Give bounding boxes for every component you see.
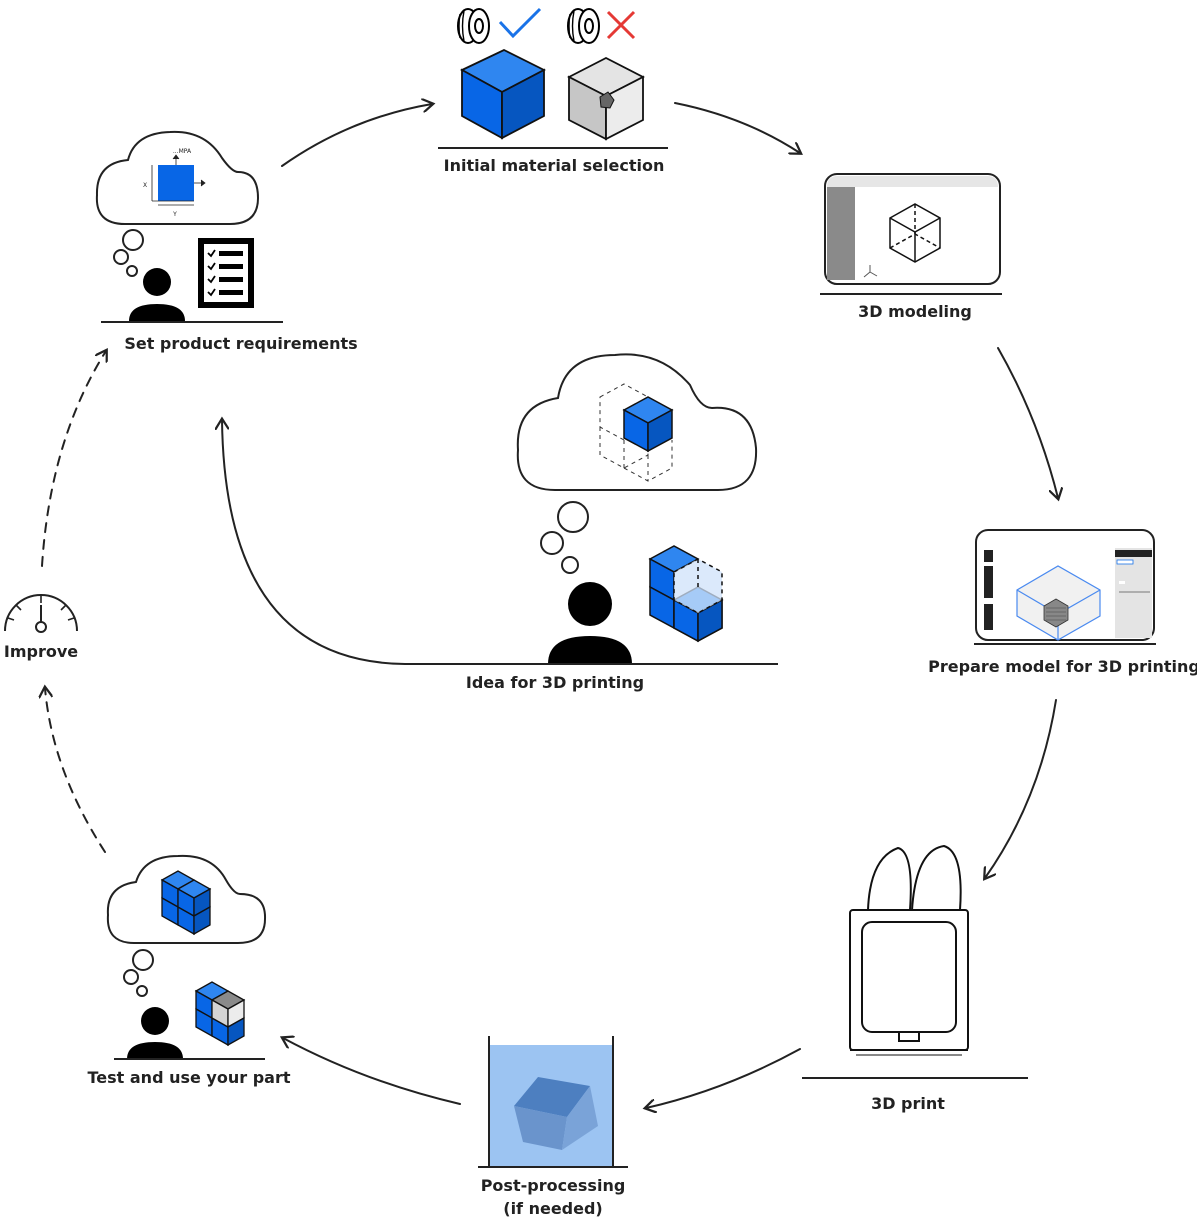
cube-stack-icon [648,545,724,643]
post-label-line1: Post-processing [481,1176,626,1195]
axis-gizmo-icon [863,265,878,278]
person-icon [127,1007,183,1059]
monitor-icon [824,173,1001,285]
improve-step: Improve [4,594,78,661]
material-label: Initial material selection [444,156,665,175]
arrow-improve-to-requirements [41,351,106,567]
person-icon [548,582,632,664]
idea-label: Idea for 3D printing [466,673,644,692]
build-volume-icon [1016,565,1101,641]
cloud-x-text: X [143,182,147,189]
post-label-line2: (if needed) [503,1199,603,1218]
test-label: Test and use your part [88,1068,291,1087]
cloud-mpa-text: ...MPA [173,148,192,155]
arrow-print-to-post [646,1048,801,1108]
cross-icon [606,10,636,40]
submerged-cube-icon [514,1077,598,1150]
print-step: 3D print [802,844,1028,1113]
requirements-step: ...MPA X Y Set produ [95,130,358,353]
prepare-label: Prepare model for 3D printing [928,657,1197,676]
modeling-label: 3D modeling [858,302,972,321]
requirements-label: Set product requirements [124,334,357,353]
cube-icon [460,48,546,140]
material-step: Initial material selection [438,7,668,175]
arrow-post-to-test [283,1038,461,1105]
printer-icon [849,844,969,1056]
print-label: 3D print [871,1094,945,1113]
arrow-requirements-to-material [281,104,432,167]
arrow-material-to-modeling [674,102,800,153]
test-step: Test and use your part [88,854,291,1087]
grey-cube-icon [567,56,645,141]
idea-step: Idea for 3D printing [405,353,778,692]
post-step: Post-processing (if needed) [478,1036,628,1218]
arrow-test-to-improve [45,688,106,853]
wireframe-cube-icon [889,203,941,263]
prepare-step: Prepare model for 3D printing [928,529,1197,676]
cube-stack-icon [160,870,212,936]
filament-spool-icon [457,8,490,44]
modeling-step: 3D modeling [820,173,1002,321]
arrow-idea-to-requirements [222,420,549,665]
check-icon [498,7,542,39]
cube-icon [622,396,674,453]
filament-spool-icon [567,8,600,44]
arrow-modeling-to-prepare [997,347,1058,498]
person-icon [129,268,185,321]
checklist-icon [198,238,254,308]
cloud-y-text: Y [172,211,177,218]
part-cube-icon [194,981,246,1047]
gauge-icon [4,594,78,633]
arrow-prepare-to-print [985,699,1057,878]
improve-label: Improve [4,642,78,661]
cube-face-icon [158,165,194,201]
